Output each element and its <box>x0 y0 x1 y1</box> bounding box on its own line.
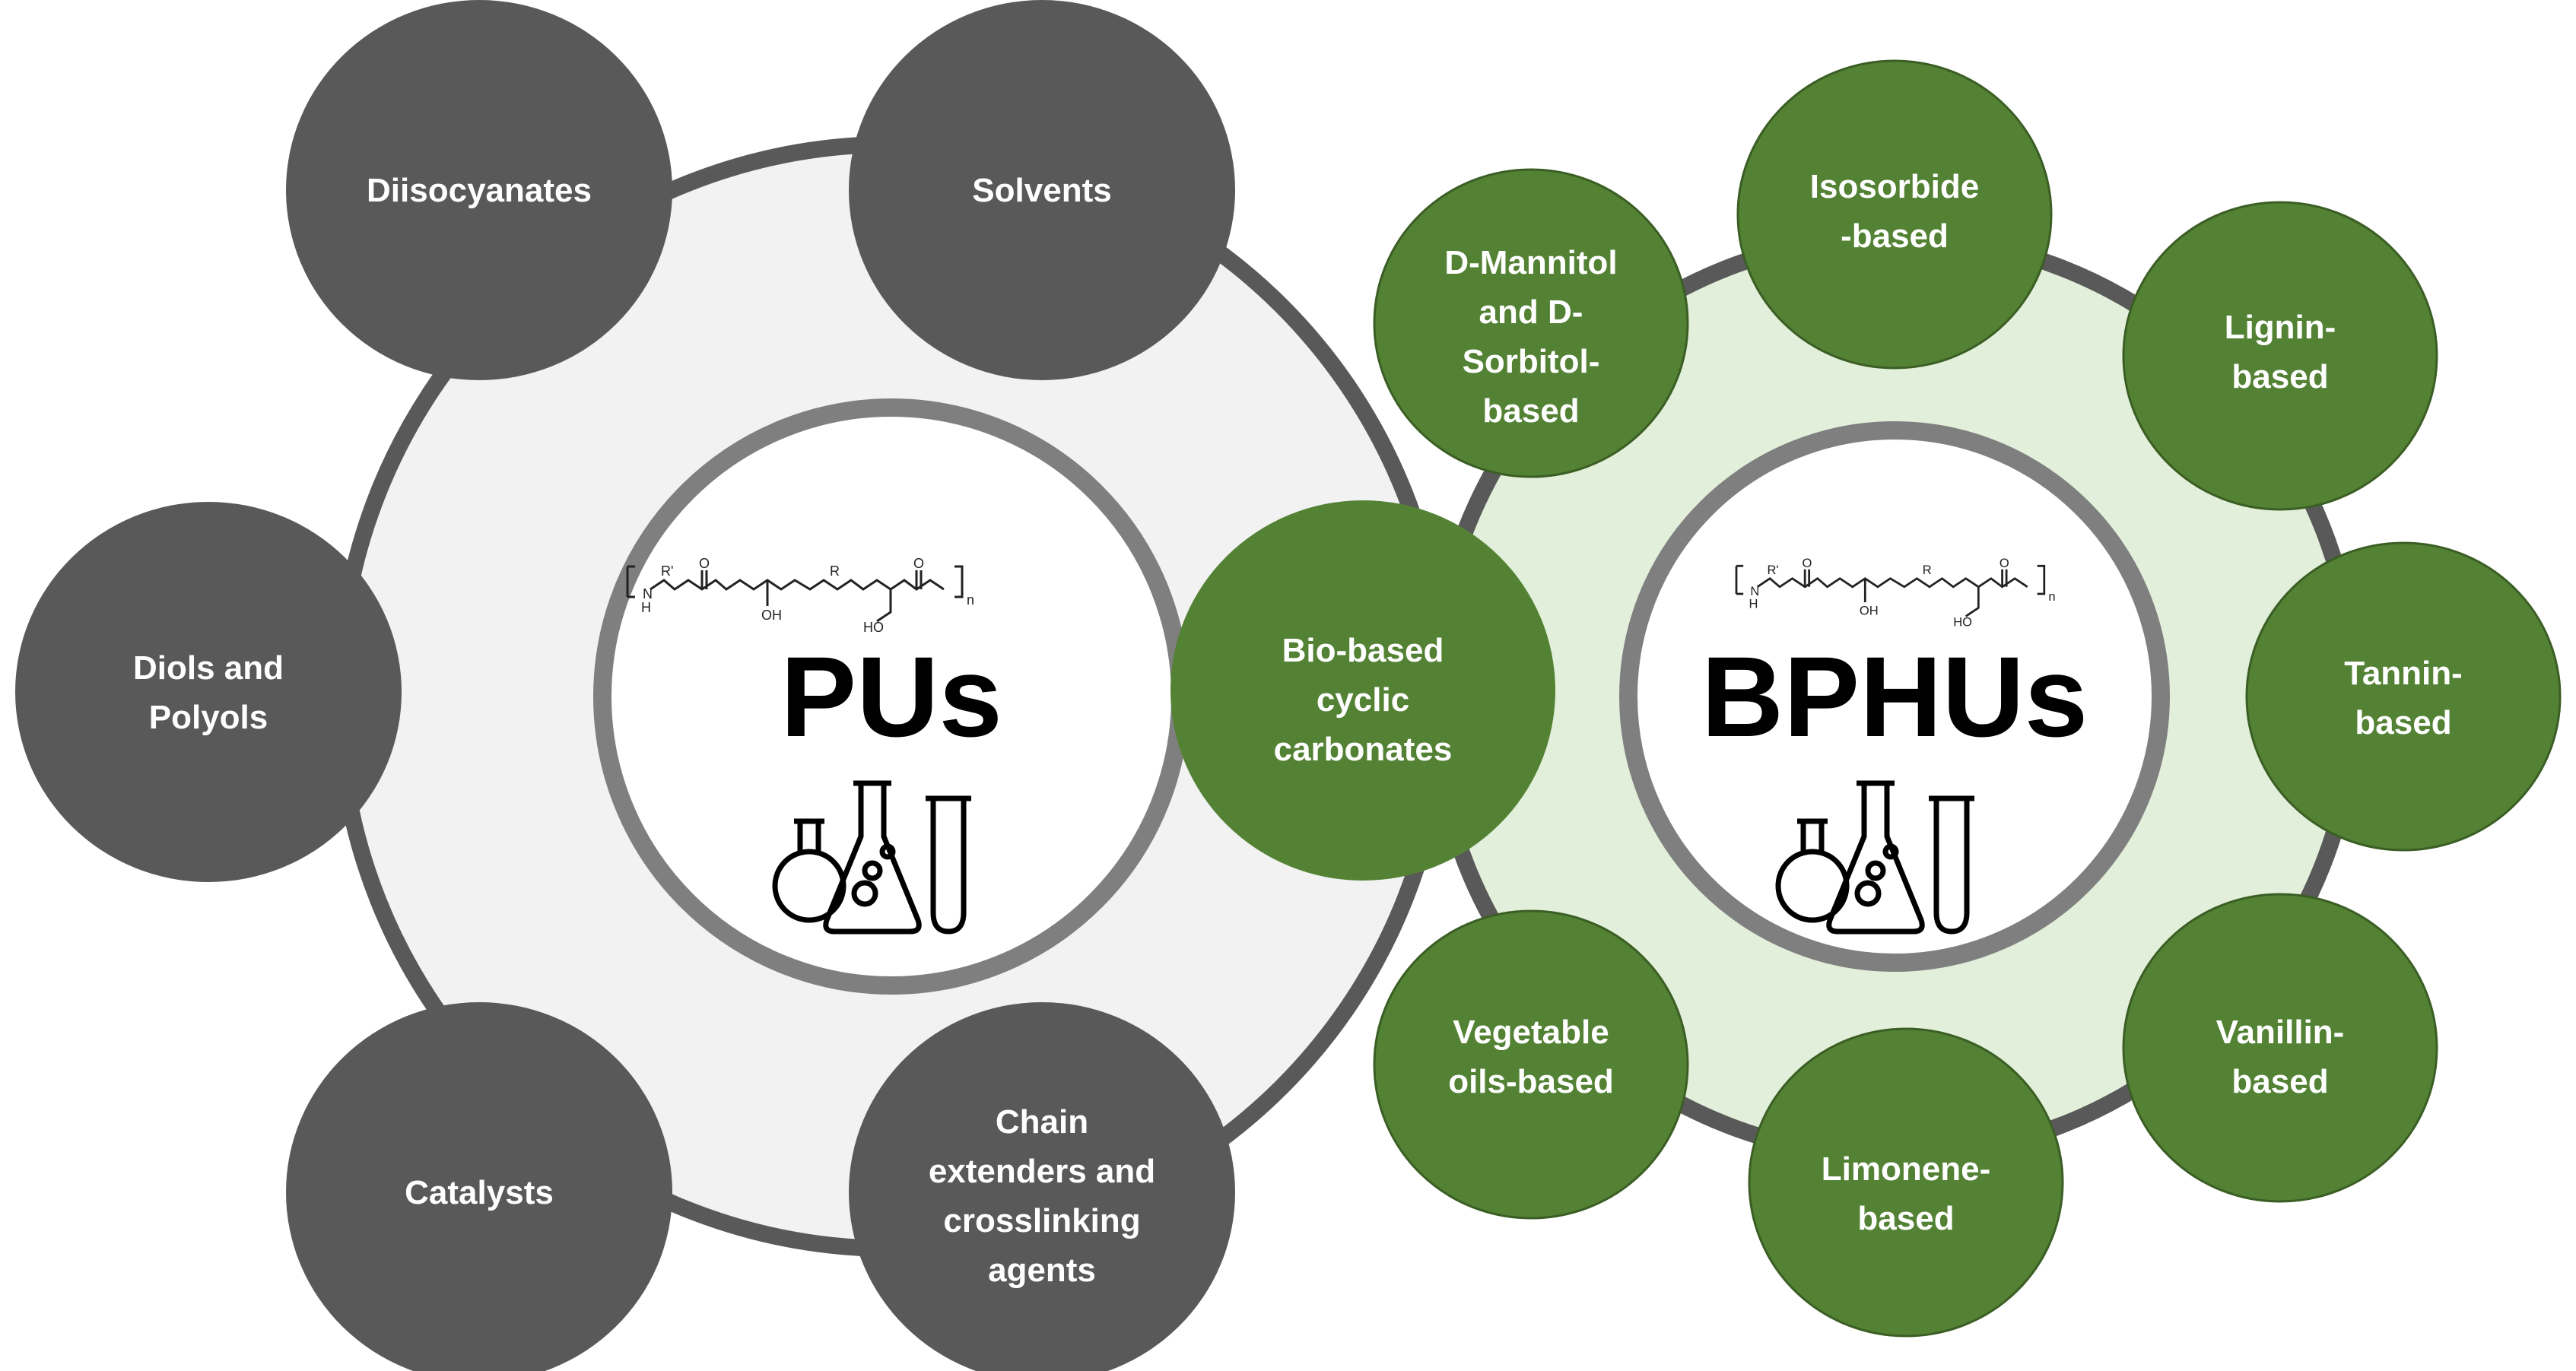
node-label-line: oils-based <box>1448 1063 1614 1100</box>
node-vegetable-oils: Vegetable oils-based <box>1373 909 1689 1220</box>
node-label-line: Limonene- <box>1822 1150 1990 1188</box>
chem-o-label: O <box>1802 556 1812 570</box>
chem-o2-label: O <box>1999 556 2009 570</box>
chem-oh-label: OH <box>1860 604 1879 618</box>
node-label-line: based <box>2231 358 2328 395</box>
chem-rprime-label: R' <box>661 563 673 579</box>
chem-nh-label: N <box>643 586 653 601</box>
node-diisocyanates: Diisocyanates <box>286 0 672 380</box>
node-label-line: Vegetable <box>1453 1014 1609 1051</box>
node-chain-extenders: Chain extenders and crosslinking agents <box>849 1002 1235 1371</box>
node-label-line: Chain <box>996 1103 1088 1141</box>
node-solvents: Solvents <box>849 0 1235 380</box>
node-label-line: based <box>2355 704 2451 741</box>
bphus-lab-glassware-icon <box>1775 780 1974 935</box>
pus-lab-glassware-icon <box>772 780 971 935</box>
node-label-line: Tannin- <box>2344 655 2463 692</box>
chem-h-label: H <box>641 600 651 615</box>
node-label-line: agents <box>988 1252 1096 1289</box>
node-label-line: based <box>2231 1063 2328 1100</box>
chem-r-label: R <box>830 563 840 579</box>
bphus-inner-ring <box>1619 421 2170 972</box>
node-catalysts: Catalysts <box>286 1002 672 1371</box>
node-label-line: Polyols <box>149 699 268 736</box>
node-label-line: -based <box>1841 217 1949 255</box>
node-label-line: and D- <box>1479 294 1583 331</box>
node-tannin: Tannin- based <box>2245 541 2562 852</box>
pus-chem-structure: N H R' O OH R HO O n <box>626 556 974 635</box>
chem-ho-label: HO <box>863 620 884 635</box>
chem-n-label: n <box>967 592 974 608</box>
chem-r-label: R <box>1923 563 1932 577</box>
node-diols-polyols: Diols and Polyols <box>15 502 402 882</box>
bphus-title: BPHUs <box>1701 633 2088 760</box>
node-label-line: extenders and <box>929 1153 1155 1190</box>
chem-h-label: H <box>1749 596 1758 611</box>
node-label-line: based <box>1482 392 1579 430</box>
node-limonene: Limonene- based <box>1748 1027 2064 1338</box>
node-label-line: Catalysts <box>405 1174 554 1211</box>
node-label-line: Lignin- <box>2225 309 2336 346</box>
node-label-line: crosslinking <box>943 1202 1140 1239</box>
chem-o-label: O <box>699 556 710 571</box>
node-label-line: cyclic <box>1317 681 1409 719</box>
node-label-line: based <box>1857 1200 1954 1237</box>
node-label-line: Bio-based <box>1282 632 1444 669</box>
node-mannitol-sorbitol: D-Mannitol and D- Sorbitol- based <box>1373 168 1689 478</box>
node-bio-based-cyclic-carbonates: Bio-based cyclic carbonates <box>1170 500 1555 881</box>
node-label-line: Sorbitol- <box>1463 343 1600 380</box>
chem-ho-label: HO <box>1953 614 1972 629</box>
node-isosorbide: Isosorbide -based <box>1736 59 2053 370</box>
node-label-line: D-Mannitol <box>1444 244 1617 281</box>
node-label-line: Diisocyanates <box>367 172 592 209</box>
chem-rprime-label: R' <box>1767 563 1778 577</box>
chem-oh-label: OH <box>761 608 782 623</box>
chem-nh-label: N <box>1750 584 1759 598</box>
bphus-chem-structure: N H R' O OH R HO O n <box>1735 556 2056 629</box>
node-label-line: Diols and <box>133 649 284 687</box>
node-label-line: Vanillin- <box>2216 1014 2345 1051</box>
bphus-cluster: N H R' O OH R HO O n BPHUs Isosorbide -b… <box>1373 59 2562 1338</box>
node-label-line: carbonates <box>1274 731 1453 768</box>
chem-n-label: n <box>2048 589 2055 604</box>
node-label-line: Solvents <box>972 172 1111 209</box>
node-lignin: Lignin- based <box>2122 201 2438 511</box>
chem-o2-label: O <box>913 556 924 571</box>
node-label-line: Isosorbide <box>1810 168 1980 205</box>
node-vanillin: Vanillin- based <box>2122 893 2438 1203</box>
pus-title: PUs <box>780 633 1002 760</box>
